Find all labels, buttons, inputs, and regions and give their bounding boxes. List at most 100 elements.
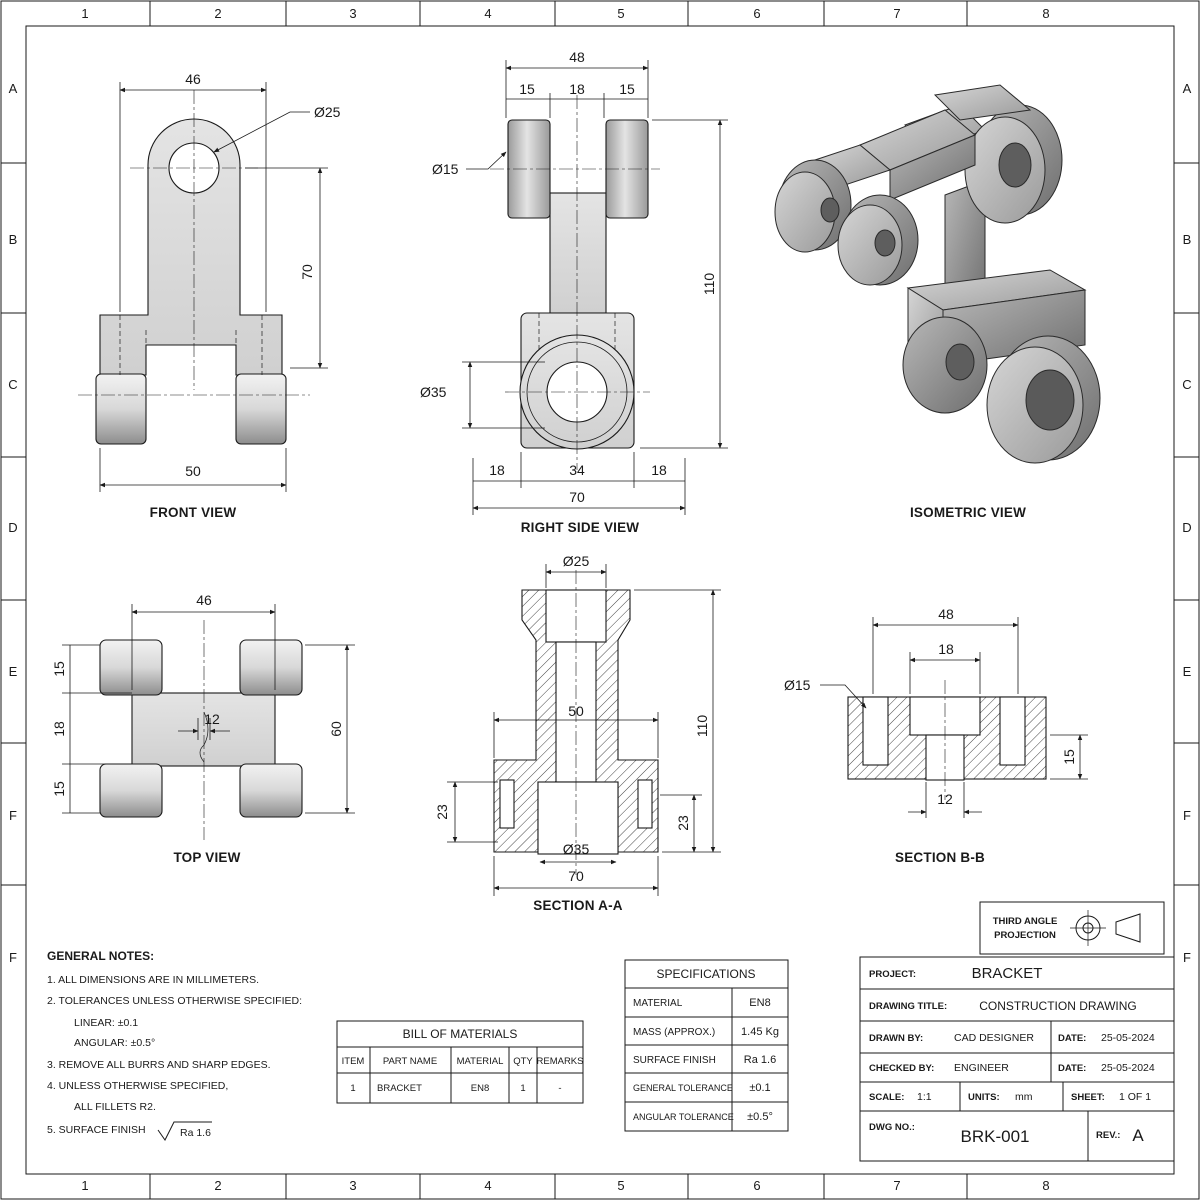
tb-checked-date-label: DATE: — [1058, 1063, 1086, 1074]
section-bb-dimensions — [820, 617, 1088, 818]
row-label-left-E-4: E — [9, 664, 18, 679]
tb-rev-label: REV.: — [1096, 1130, 1120, 1141]
column-label-bottom-8: 8 — [1042, 1178, 1049, 1193]
front-hole-dim: Ø25 — [314, 104, 341, 120]
section-aa-label: SECTION A-A — [533, 898, 622, 913]
bom-header-remarks: REMARKS — [537, 1056, 584, 1067]
row-label-right-D-3: D — [1182, 520, 1191, 535]
tb-scale: 1:1 — [917, 1091, 932, 1103]
saa-bore-top-dim: Ø25 — [563, 553, 590, 569]
front-height-dim: 70 — [299, 264, 315, 280]
tb-drawn-date-label: DATE: — [1058, 1033, 1086, 1044]
title-block — [859, 956, 1175, 1162]
note-2: 2. TOLERANCES UNLESS OTHERWISE SPECIFIED… — [47, 995, 302, 1007]
note-1: 1. ALL DIMENSIONS ARE IN MILLIMETERS. — [47, 974, 259, 986]
bom-header-qty: QTY — [513, 1056, 533, 1067]
section-aa — [493, 570, 659, 875]
column-label-top-4: 4 — [484, 6, 491, 21]
tb-drawn-by-label: DRAWN BY: — [869, 1033, 923, 1044]
spec-label-3: GENERAL TOLERANCE — [633, 1083, 733, 1093]
tb-checked-date: 25-05-2024 — [1101, 1062, 1155, 1074]
column-label-top-1: 1 — [81, 6, 88, 21]
note-5: 5. SURFACE FINISH — [47, 1124, 146, 1136]
row-label-left-D-3: D — [8, 520, 17, 535]
note-5-finish: Ra 1.6 — [180, 1127, 211, 1139]
row-label-right-B-1: B — [1183, 232, 1192, 247]
tb-rev: A — [1132, 1126, 1144, 1145]
top-depth-dim: 60 — [328, 721, 344, 737]
right-seg-mid-dim: 18 — [569, 81, 585, 97]
spec-label-1: MASS (APPROX.) — [633, 1027, 715, 1038]
front-view-label: FRONT VIEW — [150, 505, 237, 520]
tb-dwg-no: BRK-001 — [961, 1127, 1030, 1146]
spec-value-0: EN8 — [749, 997, 770, 1009]
row-label-right-C-2: C — [1182, 377, 1191, 392]
front-width-bottom-dim: 50 — [185, 463, 201, 479]
bill-of-materials — [336, 1020, 584, 1104]
row-label-left-A-0: A — [9, 81, 18, 96]
sbb-hole-dim: Ø15 — [784, 677, 811, 693]
top-h1-dim: 15 — [51, 661, 67, 677]
bom-cell-remarks: - — [558, 1083, 561, 1094]
row-label-left-F-5: F — [9, 808, 17, 823]
sbb-slot-dim: 12 — [937, 791, 953, 807]
right-bot-right-dim: 18 — [651, 462, 667, 478]
sbb-height-dim: 15 — [1061, 749, 1077, 765]
right-bot-left-dim: 18 — [489, 462, 505, 478]
right-seg-right-dim: 15 — [619, 81, 635, 97]
tb-units-label: UNITS: — [968, 1092, 1000, 1103]
bom-cell-qty: 1 — [520, 1083, 525, 1094]
row-label-left-B-1: B — [9, 232, 18, 247]
tb-scale-label: SCALE: — [869, 1092, 904, 1103]
section-aa-dimensions — [447, 564, 721, 896]
saa-width-dim: 70 — [568, 868, 584, 884]
right-hole-large-dim: Ø35 — [420, 384, 447, 400]
saa-inner-width-dim: 50 — [568, 703, 584, 719]
note-2-angular: ANGULAR: ±0.5° — [74, 1037, 155, 1049]
right-view-dimensions — [462, 60, 728, 515]
top-view — [99, 620, 303, 840]
right-bot-mid-dim: 34 — [569, 462, 585, 478]
notes-heading: GENERAL NOTES: — [47, 949, 154, 963]
row-label-left-C-2: C — [8, 377, 17, 392]
tb-dwg-label: DWG NO.: — [869, 1122, 915, 1133]
isometric-view-label: ISOMETRIC VIEW — [910, 505, 1026, 520]
projection-cone-icon — [1115, 913, 1141, 943]
row-label-right-F-5: F — [1183, 808, 1191, 823]
bom-cell-material: EN8 — [471, 1083, 489, 1094]
front-view-dimensions — [99, 82, 328, 492]
column-label-bottom-2: 2 — [214, 1178, 221, 1193]
spec-value-4: ±0.5° — [747, 1111, 773, 1123]
spec-value-1: 1.45 Kg — [741, 1026, 779, 1038]
right-seg-left-dim: 15 — [519, 81, 535, 97]
projection-box — [979, 901, 1165, 955]
tb-drawing-title: CONSTRUCTION DRAWING — [979, 999, 1137, 1013]
column-label-top-3: 3 — [349, 6, 356, 21]
right-side-view — [490, 95, 660, 470]
column-label-top-5: 5 — [617, 6, 624, 21]
front-width-top-dim: 46 — [185, 71, 201, 87]
column-label-top-8: 8 — [1042, 6, 1049, 21]
tb-sheet: 1 OF 1 — [1119, 1091, 1151, 1103]
saa-height-dim: 110 — [694, 715, 710, 738]
bom-header-part-name: PART NAME — [383, 1056, 437, 1067]
column-label-bottom-5: 5 — [617, 1178, 624, 1193]
front-view — [78, 90, 310, 445]
tb-drawing-title-label: DRAWING TITLE: — [869, 1001, 947, 1012]
specs-title: SPECIFICATIONS — [656, 967, 755, 981]
column-label-bottom-6: 6 — [753, 1178, 760, 1193]
note-4-fillets: ALL FILLETS R2. — [74, 1101, 156, 1113]
column-label-top-6: 6 — [753, 6, 760, 21]
top-h2-dim: 18 — [51, 721, 67, 737]
right-bot-overall-dim: 70 — [569, 489, 585, 505]
spec-label-0: MATERIAL — [633, 998, 683, 1009]
tb-units: mm — [1015, 1091, 1033, 1103]
top-web-dim: 12 — [204, 711, 220, 727]
tb-sheet-label: SHEET: — [1071, 1092, 1105, 1103]
saa-left-h-dim: 23 — [434, 804, 450, 820]
sbb-overall-dim: 48 — [938, 606, 954, 622]
sbb-inner-dim: 18 — [938, 641, 954, 657]
bom-header-material: MATERIAL — [457, 1056, 504, 1067]
section-bb — [847, 680, 1047, 800]
